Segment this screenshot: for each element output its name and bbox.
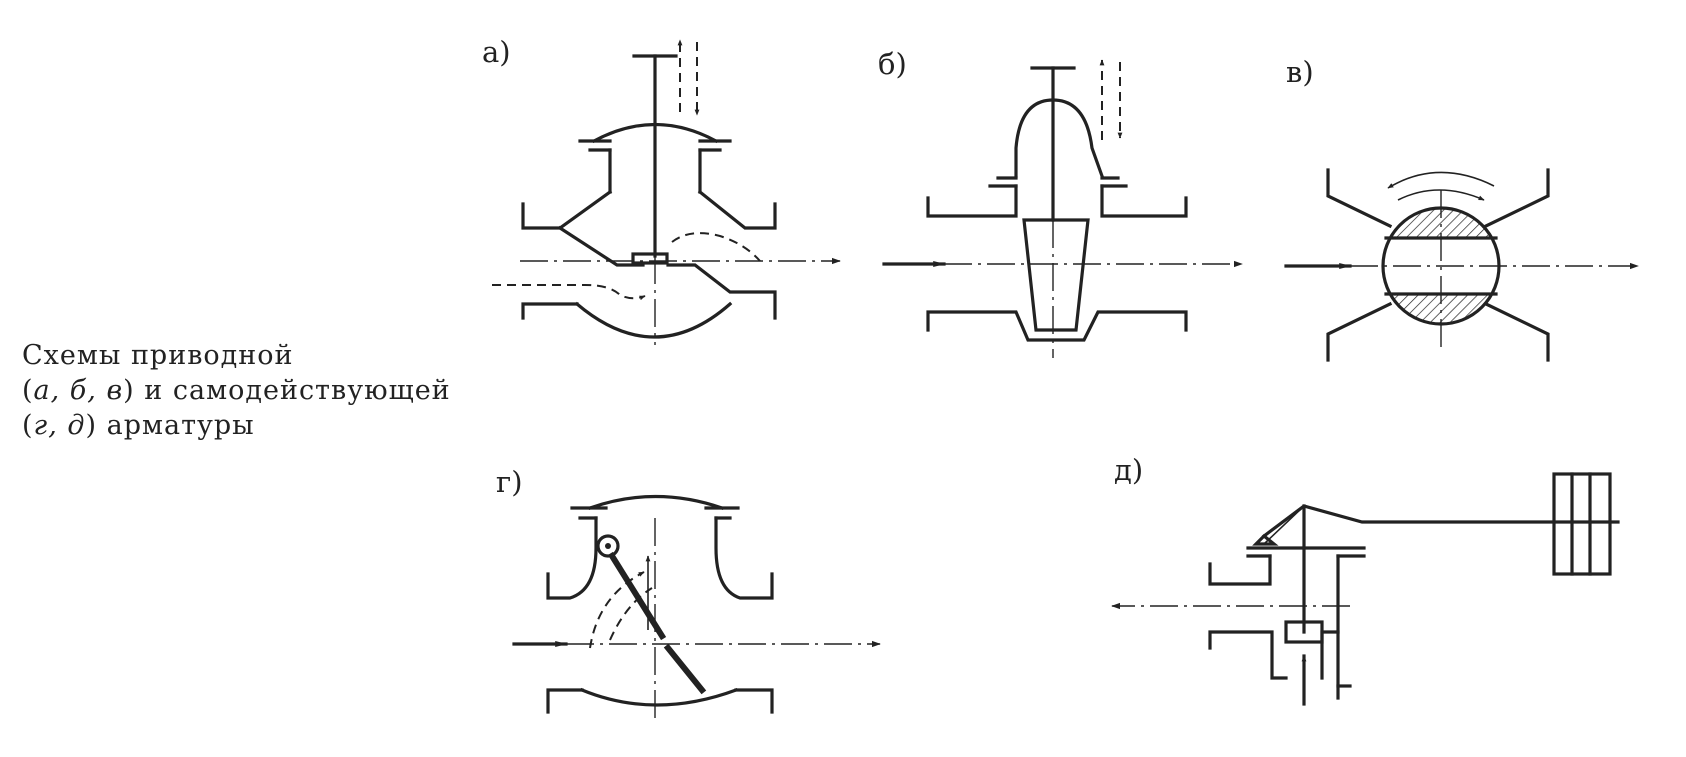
disc xyxy=(1284,620,1324,644)
bonnet-dome xyxy=(1014,98,1105,179)
panel-a-label: а) xyxy=(482,35,511,69)
disc xyxy=(631,252,669,265)
body-upper-right xyxy=(1100,184,1188,218)
bonnet-cap xyxy=(591,122,719,144)
body-upper-right xyxy=(714,516,774,600)
body-lower-right xyxy=(1320,630,1340,680)
panel-a: а) xyxy=(482,35,841,345)
body-upper-right xyxy=(697,189,777,230)
panel-g: г) xyxy=(496,465,881,720)
body-upper-left xyxy=(1326,168,1393,229)
figure-caption: Схемы приводной (а, б, в) и самодействую… xyxy=(22,338,451,443)
rotation-arrow-inner xyxy=(1397,189,1485,201)
flow-path-a-in xyxy=(492,284,646,301)
body-upper-left xyxy=(546,516,598,600)
rotation-arrow-outer xyxy=(1387,171,1495,189)
wedge-gate xyxy=(1022,218,1090,332)
caption-line-1: Схемы приводной xyxy=(22,340,294,371)
panel-d: д) xyxy=(1111,453,1620,706)
panel-v-label: в) xyxy=(1286,55,1314,89)
panel-b: б) xyxy=(878,47,1243,358)
body-lower xyxy=(574,301,733,339)
body-upper-right xyxy=(1483,168,1550,229)
swing-arc-outer xyxy=(589,571,645,649)
body-upper-left xyxy=(521,189,613,230)
panel-b-label: б) xyxy=(878,47,907,81)
cover xyxy=(587,494,725,511)
body-lower-left xyxy=(1326,301,1393,362)
body-lower-left xyxy=(1208,630,1288,680)
lever xyxy=(1261,504,1620,539)
body-lower-right xyxy=(1483,301,1550,362)
flow-path-a-out xyxy=(671,232,761,262)
panel-g-label: г) xyxy=(496,465,523,499)
hinge xyxy=(596,534,620,558)
body-lower xyxy=(579,687,739,707)
body-lower xyxy=(926,310,1188,342)
panel-d-label: д) xyxy=(1114,453,1143,487)
seat-partition-right xyxy=(666,263,777,320)
caption-line-2: (а, б, в) и самодействующей xyxy=(22,375,451,406)
seat-partition-left xyxy=(557,225,645,267)
body-upper-left xyxy=(1208,554,1272,586)
weight xyxy=(1552,472,1612,576)
panel-v: в) xyxy=(1284,55,1639,362)
body-upper-left xyxy=(926,184,1018,218)
caption-line-3: (г, д) арматуры xyxy=(22,410,255,441)
disc xyxy=(663,643,707,695)
